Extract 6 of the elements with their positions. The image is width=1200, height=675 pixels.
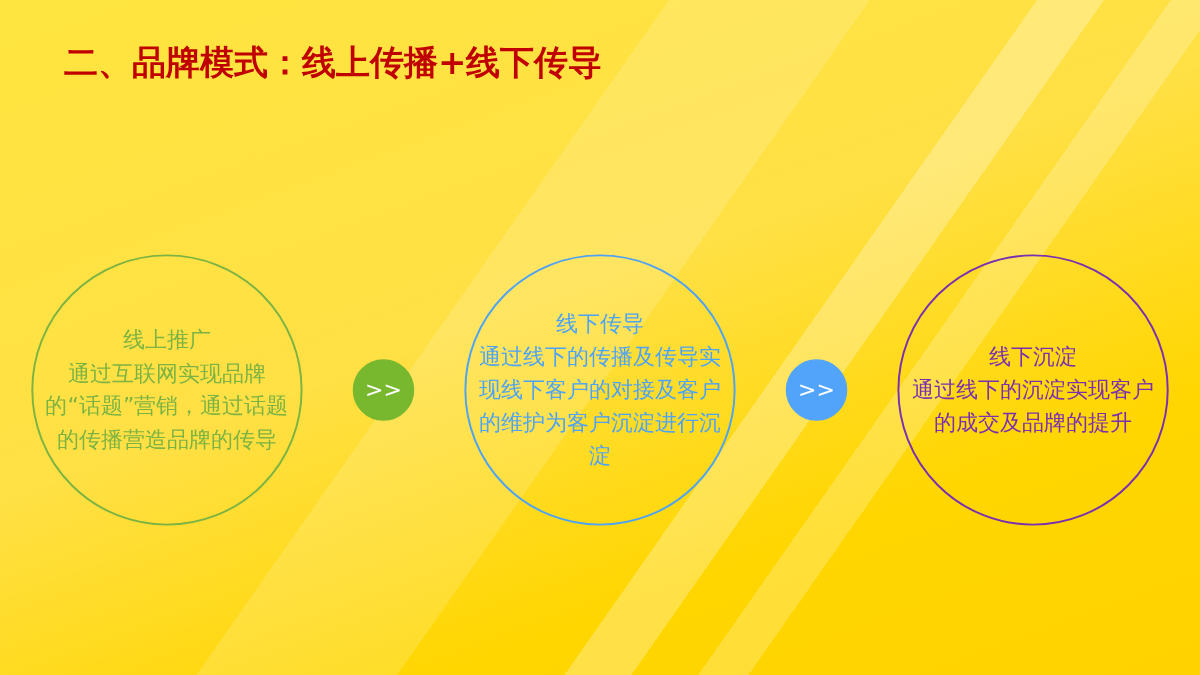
chevron-disc: >> — [352, 359, 415, 421]
chevron-disc: >> — [785, 359, 848, 421]
stage-circle: 线上推广 通过互联网实现品牌的“话题”营销，通过话题的传播营造品牌的传导 — [31, 254, 303, 526]
stage-circle: 线下传导 通过线下的传播及传导实现线下客户的对接及客户的维护为客户沉淀进行沉淀 — [464, 254, 736, 526]
stage-circle: 线下沉淀 通过线下的沉淀实现客户的成交及品牌的提升 — [897, 254, 1169, 526]
title: 二、品牌模式：线上传播+线下传导 — [64, 42, 603, 83]
